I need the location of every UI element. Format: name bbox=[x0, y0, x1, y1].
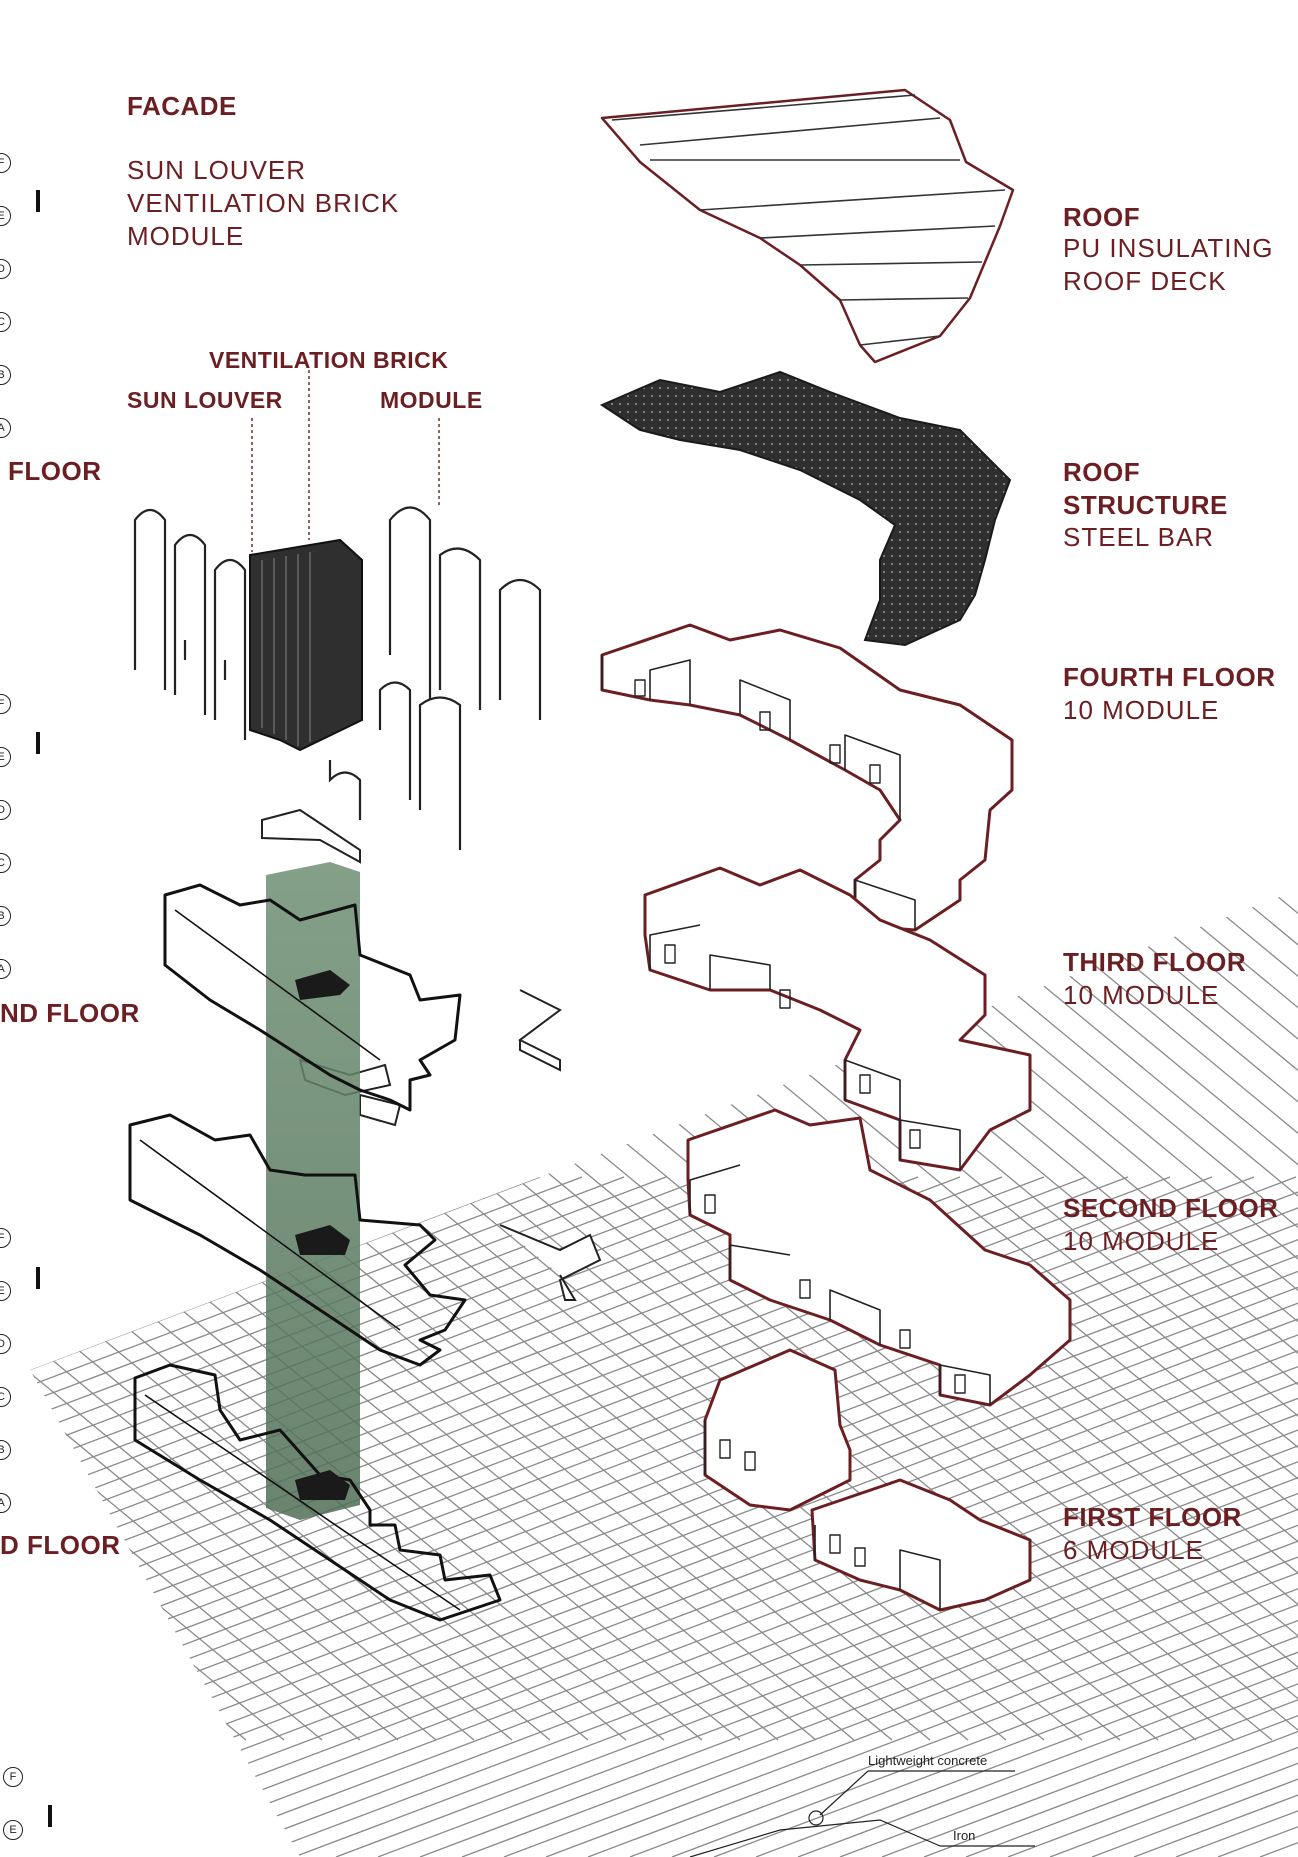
grid-bubble-e: E bbox=[3, 1820, 23, 1840]
grid-tick bbox=[36, 732, 40, 754]
fourth-floor-modules bbox=[600, 623, 1014, 932]
layer-roof-structure-title: ROOF STRUCTURE bbox=[1063, 457, 1228, 520]
roof-structure bbox=[599, 370, 1012, 647]
left-floor-label-top: FLOOR bbox=[8, 456, 102, 486]
layer-roof-title: ROOF bbox=[1063, 202, 1141, 232]
first-floor-modules bbox=[703, 1348, 1032, 1612]
layer-roof-structure-subtitle: STEEL BAR bbox=[1063, 522, 1215, 552]
facade-item-ventilation-brick: VENTILATION BRICK bbox=[127, 188, 400, 218]
grid-tick bbox=[36, 190, 40, 212]
layer-first-floor-title: FIRST FLOOR bbox=[1063, 1502, 1242, 1532]
layer-third-floor-title: THIRD FLOOR bbox=[1063, 947, 1247, 977]
stairs bbox=[295, 970, 350, 1500]
grid-tick bbox=[48, 1805, 52, 1827]
layer-third-floor-subtitle: 10 MODULE bbox=[1063, 980, 1220, 1010]
layer-fourth-floor-subtitle: 10 MODULE bbox=[1063, 695, 1220, 725]
layer-first-floor-subtitle: 6 MODULE bbox=[1063, 1535, 1204, 1565]
facade-item-sun-louver: SUN LOUVER bbox=[127, 155, 307, 185]
callout-leader-lines bbox=[251, 370, 440, 552]
third-floor-modules bbox=[643, 866, 1032, 1172]
left-floor-label-bottom: D FLOOR bbox=[0, 1530, 121, 1560]
left-floor-plans bbox=[128, 883, 502, 1622]
facade-item-module: MODULE bbox=[127, 221, 245, 251]
callout-ventilation-brick: VENTILATION BRICK bbox=[209, 347, 449, 373]
layer-second-floor-title: SECOND FLOOR bbox=[1063, 1193, 1279, 1223]
layer-fourth-floor-title: FOURTH FLOOR bbox=[1063, 662, 1276, 692]
layer-roof-subtitle: PU INSULATING ROOF DECK bbox=[1063, 233, 1274, 296]
callout-sun-louver: SUN LOUVER bbox=[127, 387, 283, 413]
material-legend-lines bbox=[689, 1770, 1035, 1857]
grid-tick bbox=[36, 1267, 40, 1289]
roof-deck bbox=[600, 88, 1015, 364]
grid-bubble-f: F bbox=[3, 1767, 23, 1787]
second-floor-modules bbox=[686, 1108, 1072, 1407]
left-floor-label-middle: ND FLOOR bbox=[0, 998, 140, 1028]
material-iron: Iron bbox=[953, 1828, 976, 1843]
facade-sun-louver bbox=[249, 538, 363, 752]
facade-arch-modules bbox=[133, 506, 542, 850]
layer-second-floor-subtitle: 10 MODULE bbox=[1063, 1226, 1220, 1256]
material-lightweight-concrete: Lightweight concrete bbox=[868, 1753, 988, 1768]
facade-title: FACADE bbox=[127, 91, 237, 121]
vertical-core bbox=[266, 862, 360, 1520]
callout-module: MODULE bbox=[380, 387, 483, 413]
